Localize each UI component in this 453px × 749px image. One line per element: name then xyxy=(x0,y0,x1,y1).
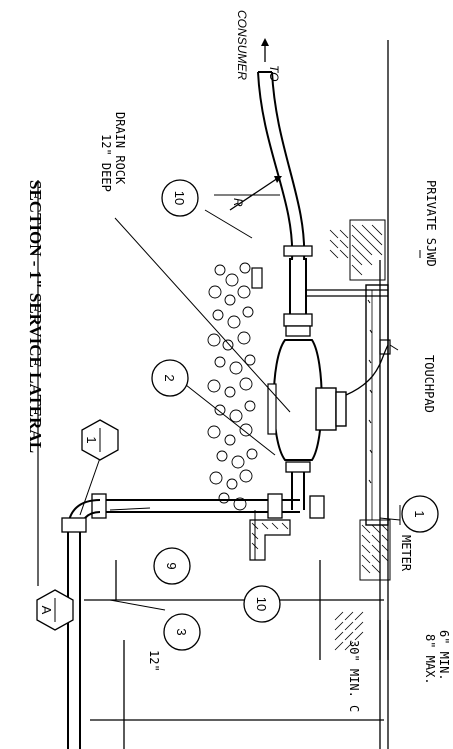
corp-stop-block xyxy=(249,519,291,561)
radius-line xyxy=(229,177,279,211)
hex-tag-1: 1 xyxy=(81,419,119,461)
leaders xyxy=(79,194,401,611)
callout-1: 1 xyxy=(401,495,439,533)
svg-text:10: 10 xyxy=(172,191,187,205)
callout-2: 2 xyxy=(151,359,189,397)
concrete-block xyxy=(359,519,391,581)
touchpad-label: TOUCHPAD xyxy=(422,355,436,413)
svg-text:A: A xyxy=(39,606,54,615)
touchpad-mark xyxy=(379,339,391,355)
dim-6-min-label: 6" MIN. xyxy=(437,630,451,681)
lateral-horizontal xyxy=(91,493,325,519)
radius-label: R xyxy=(231,198,245,207)
soil-hatch-left xyxy=(329,229,364,651)
consumer-label: CONSUMER xyxy=(235,10,249,80)
private-sjwd-label: PRIVATE SJWD xyxy=(424,180,438,267)
svg-text:3: 3 xyxy=(174,628,189,635)
svg-text:9: 9 xyxy=(164,562,179,569)
hex-tag-A: A xyxy=(36,589,74,631)
callout-10-bottom: 10 xyxy=(243,585,281,623)
svg-text:10: 10 xyxy=(254,597,269,611)
dimensions xyxy=(84,560,389,749)
radius-arrow xyxy=(274,176,282,183)
valve-box xyxy=(251,267,263,289)
pipe-after-meter xyxy=(285,461,311,510)
drawing-title: SECTION - 1" SERVICE LATERAL xyxy=(26,180,45,453)
drain-rock-label: DRAIN ROCK xyxy=(113,112,127,185)
pipe-to-meter xyxy=(283,245,388,337)
dim-30-label: 30" MIN. C xyxy=(347,640,361,712)
meter-box xyxy=(365,284,389,526)
dim-8-max-label: 8" MAX. xyxy=(423,634,437,685)
lateral-vertical xyxy=(61,499,101,749)
meter-body xyxy=(267,339,389,461)
callout-3: 3 xyxy=(163,613,201,651)
svg-text:1: 1 xyxy=(412,510,427,517)
svg-text:1: 1 xyxy=(84,436,99,443)
drain-rock-bed xyxy=(207,262,258,511)
to-label: TO xyxy=(267,65,281,81)
svg-text:2: 2 xyxy=(162,374,177,381)
drain-rock-depth-label: 12" DEEP xyxy=(99,134,113,192)
meter-label: METER xyxy=(399,535,413,572)
callout-9: 9 xyxy=(153,547,191,585)
service-pipe xyxy=(257,38,306,261)
dim-12-label: 12" xyxy=(147,650,161,672)
callout-10-top: 10 xyxy=(161,179,199,217)
private-hatch xyxy=(349,219,386,281)
